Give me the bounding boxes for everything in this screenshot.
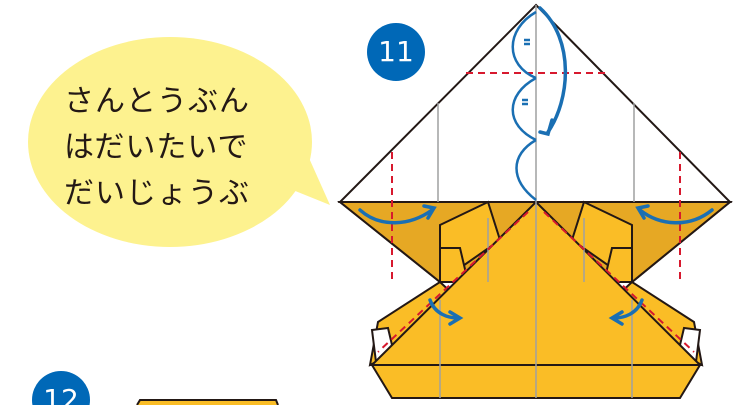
step-11-figure	[337, 3, 733, 399]
step-12-badge	[32, 371, 90, 405]
bubble-line-2: はだいたいで	[64, 130, 249, 165]
step-11-number: 11	[378, 35, 414, 68]
speech-bubble-text: さんとうぶん はだいたいで だいじょうぶ	[64, 79, 279, 217]
fold-lines	[377, 72, 695, 353]
bubble-line-1: さんとうぶん	[64, 84, 250, 119]
step-11-badge	[367, 23, 425, 81]
step-12-paper-edge	[136, 399, 279, 405]
speech-bubble	[28, 37, 330, 247]
bubble-line-3: だいじょうぶ	[64, 176, 250, 211]
fold-arrows	[358, 6, 714, 326]
step-12-number: 12	[43, 383, 79, 416]
origami-diagram	[28, 3, 733, 405]
division-marks	[511, 10, 537, 201]
